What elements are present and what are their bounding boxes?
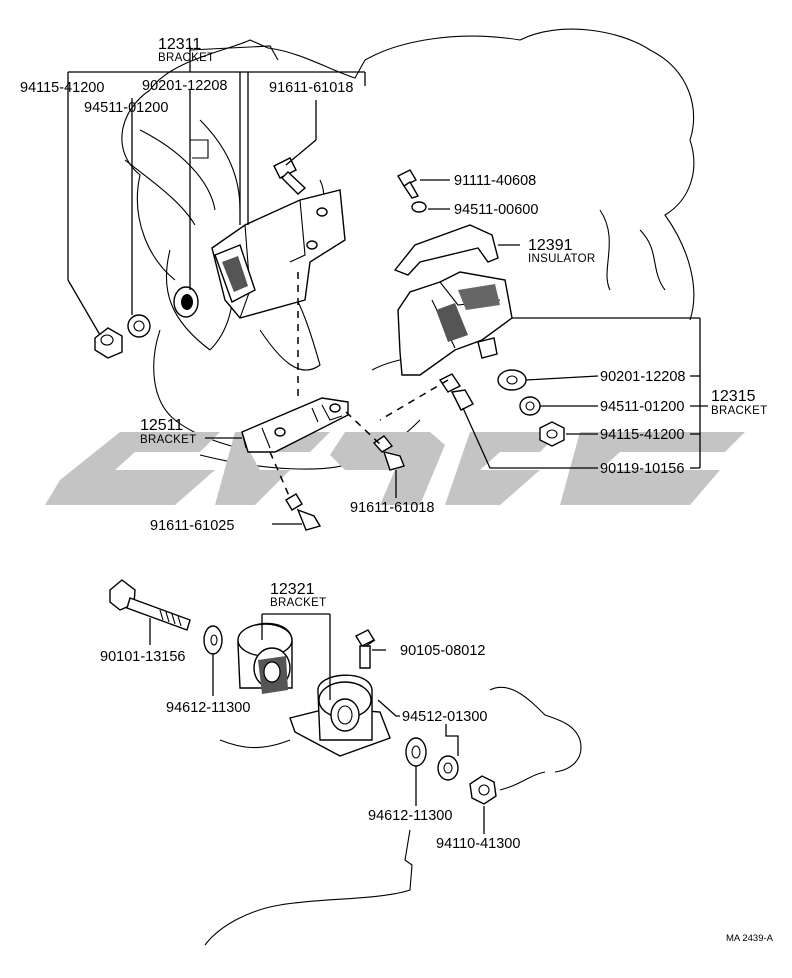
group-12315-name: BRACKET [711,405,767,417]
label-94612-11300-left: 94612-11300 [166,700,250,716]
leaders-12315 [420,179,708,469]
label-91611-61025: 91611-61025 [150,518,234,534]
bracket-12321-bushing [237,622,293,694]
bolt-91611-61018-mid [372,435,405,471]
group-12311-name: BRACKET [158,52,214,64]
label-94612-11300-bottom: 94612-11300 [368,808,452,824]
bracket-12321-mount [289,674,391,757]
washer-94511-00600 [411,201,427,213]
bolt-90105-08012 [355,629,375,669]
dashed-guides [269,272,449,499]
washer-94612-11300-left [203,625,223,655]
group-12391-name: INSULATOR [528,253,595,265]
insulator-12391 [393,224,520,276]
group-12311-number: 12311 [158,36,201,53]
washer-94512-01300 [437,755,459,781]
label-90105-08012: 90105-08012 [400,643,485,659]
bolt-91611-61025 [285,493,322,531]
label-94110-41300: 94110-41300 [436,836,520,852]
group-12511-number: 12511 [140,417,183,434]
label-94511-01200-right: 94511-01200 [600,399,684,415]
washer-94511-01200-top [127,314,151,338]
nut-94110-41300 [469,775,497,805]
bracket-12511-assembly [241,397,349,453]
labels: 12311 BRACKET 94115-41200 90201-12208 91… [20,36,774,944]
watermark-logo [45,432,745,505]
label-94511-00600: 94511-00600 [454,202,538,218]
bolt-91111-40608 [397,169,420,199]
group-12321-name: BRACKET [270,597,326,609]
right-small-parts [438,369,565,447]
leaders-12511 [205,437,397,525]
label-90201-12208-top: 90201-12208 [142,78,227,94]
label-94115-41200-right: 94115-41200 [600,427,684,443]
label-90119-10156: 90119-10156 [600,461,684,477]
bracket-12311-assembly [94,157,346,359]
label-91111-40608: 91111-40608 [454,173,536,189]
washer-94612-11300-bottom [405,737,427,767]
group-12511-name: BRACKET [140,434,196,446]
group-12391-number: 12391 [528,237,573,254]
leaders-12321 [149,613,485,834]
leaders-12311 [67,45,366,336]
washer-90201-12208-right [497,369,527,391]
nut-94115-41200-right [539,421,565,447]
washer-94511-01200-right [519,396,541,416]
bracket-12315-assembly [397,271,513,376]
bolt-90101-13156 [109,579,191,631]
label-90201-12208-right: 90201-12208 [600,369,685,385]
label-91611-61018-mid: 91611-61018 [350,500,434,516]
diagram-reference: MA 2439-A [726,933,774,944]
transmission-outline [204,639,582,946]
nut-94115-41200-top [94,327,123,359]
bolt-91611-61018-top [273,157,307,195]
label-94512-01300: 94512-01300 [402,709,487,725]
bolt-90119-10156 [438,373,474,411]
group-12321-number: 12321 [270,581,315,598]
label-94115-41200-top: 94115-41200 [20,80,104,96]
label-91611-61018-top: 91611-61018 [269,80,353,96]
group-12315-number: 12315 [711,388,756,405]
label-90101-13156: 90101-13156 [100,649,185,665]
label-94511-01200-top: 94511-01200 [84,100,168,116]
